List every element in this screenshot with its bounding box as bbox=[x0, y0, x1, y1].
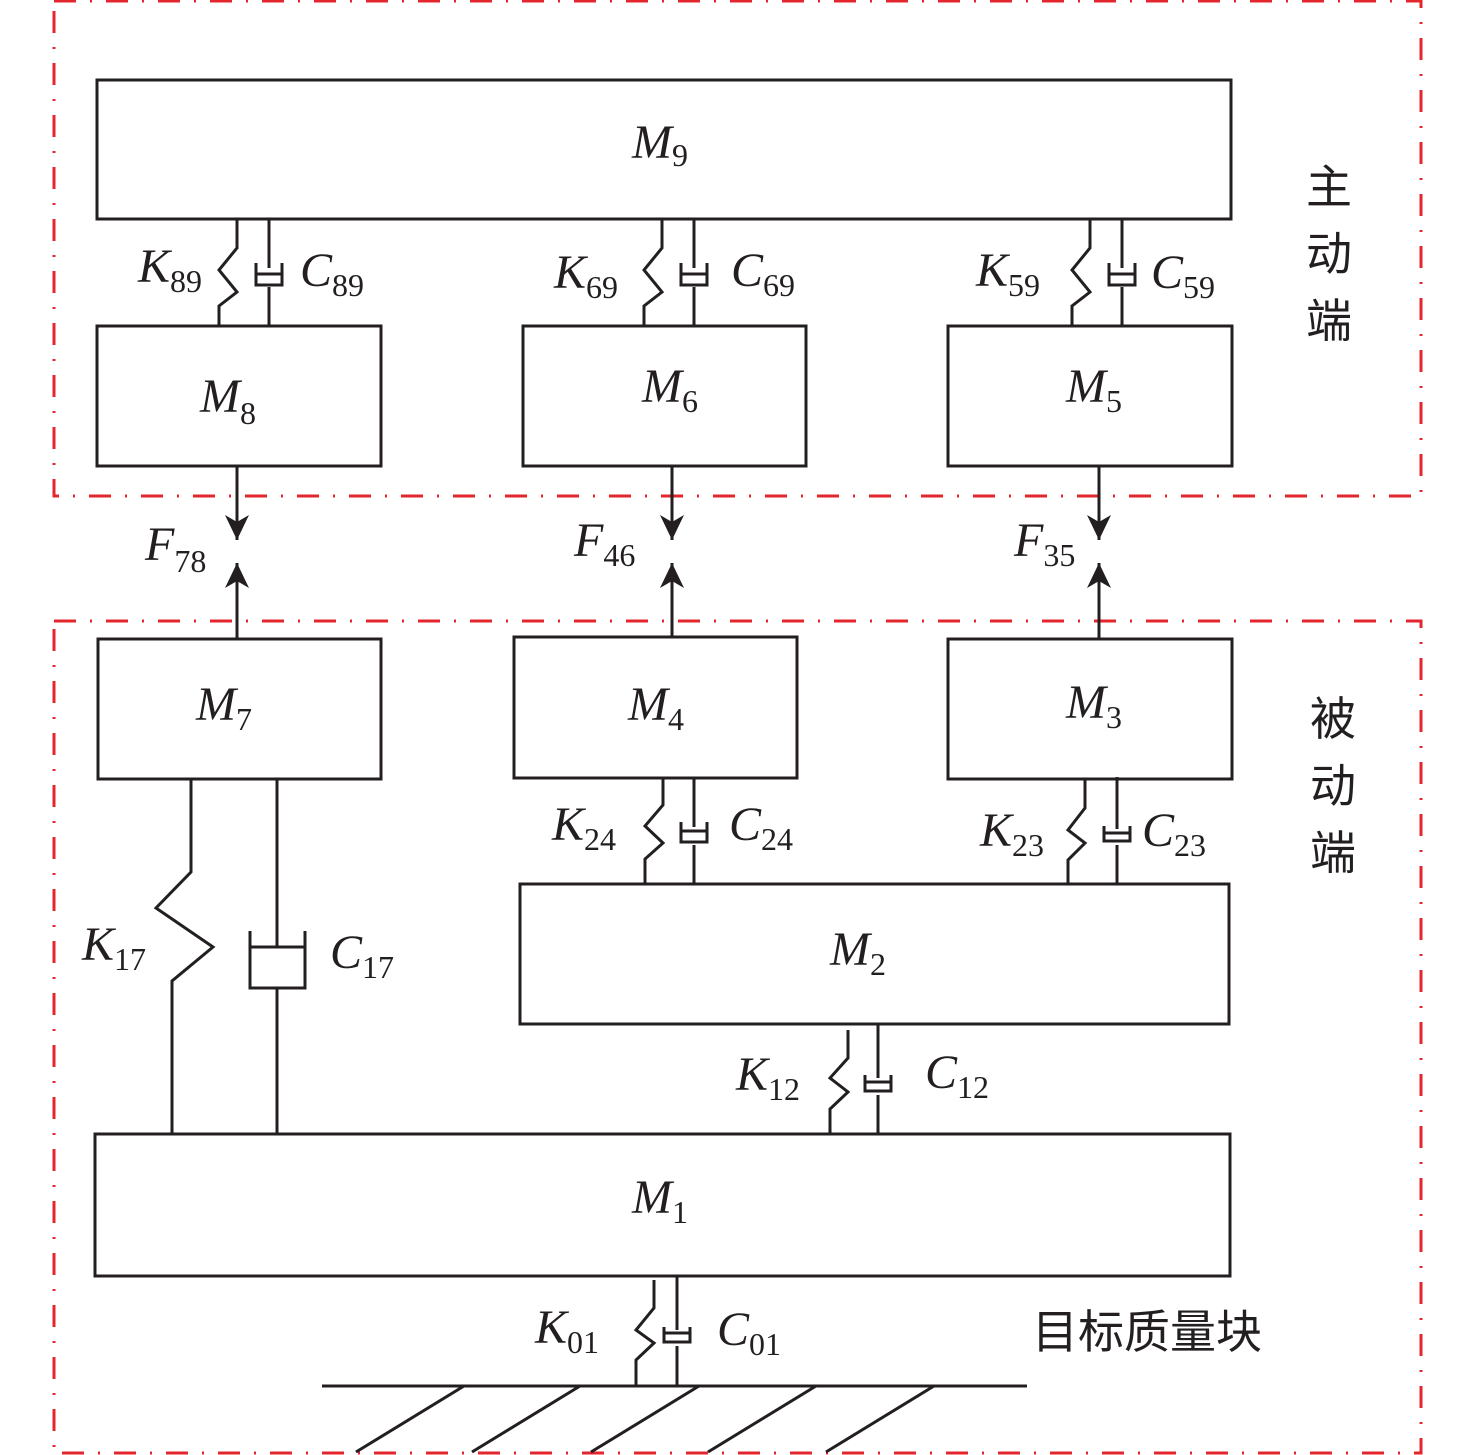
svg-text:C17: C17 bbox=[330, 926, 394, 985]
svg-text:M3: M3 bbox=[1065, 676, 1122, 735]
svg-text:K24: K24 bbox=[551, 798, 616, 857]
passive-end-char: 动 bbox=[1310, 759, 1356, 813]
svg-text:F35: F35 bbox=[1013, 514, 1075, 573]
svg-text:M2: M2 bbox=[829, 923, 886, 982]
spring-K23: K23 bbox=[979, 779, 1088, 884]
svg-text:K89: K89 bbox=[137, 240, 202, 299]
damper-C59: C59 bbox=[1107, 218, 1215, 326]
mass-M3: M3 bbox=[946, 637, 1234, 781]
svg-text:M5: M5 bbox=[1065, 360, 1122, 419]
svg-text:K12: K12 bbox=[735, 1048, 800, 1107]
damper-C23: C23 bbox=[1102, 777, 1206, 884]
mass-M4: M4 bbox=[512, 635, 799, 780]
active-end-label: 主 动 端 bbox=[1306, 160, 1352, 348]
passive-end-frame bbox=[52, 619, 1423, 1455]
force-F78: F78 bbox=[144, 466, 249, 639]
active-end-frame bbox=[52, 0, 1423, 498]
mass-M9: M9 bbox=[95, 78, 1233, 221]
svg-text:C89: C89 bbox=[300, 244, 364, 303]
svg-text:C01: C01 bbox=[717, 1303, 781, 1362]
svg-text:K59: K59 bbox=[975, 244, 1040, 303]
ground bbox=[322, 1384, 1027, 1454]
damper-C01: C01 bbox=[662, 1276, 781, 1386]
mass-M6: M6 bbox=[521, 324, 808, 468]
svg-text:C12: C12 bbox=[925, 1046, 989, 1105]
target-mass-label: 目标质量块 bbox=[1032, 1305, 1262, 1359]
damper-C17: C17 bbox=[248, 780, 394, 1134]
passive-end-char: 被 bbox=[1310, 692, 1356, 746]
spring-K24: K24 bbox=[551, 779, 666, 884]
svg-text:M4: M4 bbox=[627, 678, 684, 737]
mass-M5: M5 bbox=[946, 324, 1234, 468]
svg-text:C23: C23 bbox=[1142, 804, 1206, 863]
damper-C12: C12 bbox=[863, 1024, 989, 1134]
ground-hatching bbox=[355, 1384, 935, 1454]
spring-K69: K69 bbox=[553, 220, 665, 326]
svg-text:K69: K69 bbox=[553, 246, 618, 305]
mass-M7: M7 bbox=[96, 637, 383, 781]
active-end-char: 动 bbox=[1306, 227, 1352, 281]
svg-text:M1: M1 bbox=[631, 1171, 688, 1230]
spring-K89: K89 bbox=[137, 220, 240, 326]
force-F35: F35 bbox=[1013, 466, 1111, 639]
mass-M2: M2 bbox=[518, 882, 1231, 1026]
damper-C69: C69 bbox=[679, 218, 795, 326]
svg-text:K23: K23 bbox=[979, 804, 1044, 863]
svg-text:M7: M7 bbox=[195, 678, 252, 737]
damper-C89: C89 bbox=[254, 218, 364, 326]
active-end-char: 主 bbox=[1306, 160, 1352, 214]
mass-M8: M8 bbox=[95, 324, 383, 468]
passive-end-label: 被 动 端 bbox=[1310, 692, 1356, 880]
mass-M1: M1 bbox=[93, 1132, 1232, 1278]
svg-text:C59: C59 bbox=[1151, 246, 1215, 305]
passive-end-char: 端 bbox=[1310, 826, 1356, 880]
svg-text:K17: K17 bbox=[81, 918, 146, 977]
spring-K17: K17 bbox=[81, 780, 216, 1134]
spring-K12: K12 bbox=[735, 1030, 851, 1134]
active-end-char: 端 bbox=[1306, 294, 1352, 348]
spring-K01: K01 bbox=[534, 1280, 657, 1386]
svg-text:C69: C69 bbox=[731, 244, 795, 303]
svg-text:F78: F78 bbox=[144, 518, 206, 579]
svg-text:F46: F46 bbox=[573, 514, 635, 573]
svg-text:M9: M9 bbox=[631, 116, 688, 173]
svg-text:K01: K01 bbox=[534, 1301, 599, 1360]
svg-text:C24: C24 bbox=[729, 798, 793, 857]
damper-C24: C24 bbox=[679, 777, 793, 884]
svg-text:M6: M6 bbox=[641, 360, 698, 419]
force-F46: F46 bbox=[573, 466, 684, 637]
svg-text:M8: M8 bbox=[199, 370, 256, 431]
spring-K59: K59 bbox=[975, 220, 1093, 326]
